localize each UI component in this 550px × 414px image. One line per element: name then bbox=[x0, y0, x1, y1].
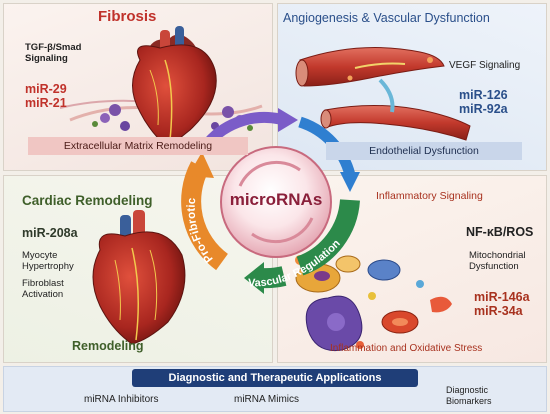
arrow-head-right-icon bbox=[340, 172, 360, 192]
remodeling-heart-illustration bbox=[92, 210, 186, 345]
inflammatory-cells-illustration bbox=[295, 255, 452, 352]
fibrosis-title: Fibrosis bbox=[98, 8, 157, 25]
fibrosis-pathway-line1: TGF-β/Smad bbox=[25, 42, 82, 53]
cardiac-effect-1-line2: Hypertrophy bbox=[22, 261, 74, 272]
application-item-mimics: miRNA Mimics bbox=[234, 394, 299, 405]
vessel-illustration bbox=[295, 47, 471, 141]
cardiac-effect-2-line1: Fibroblast bbox=[22, 278, 64, 289]
fibrosis-mirna-1: miR-29 bbox=[25, 82, 67, 96]
application-biomarkers-line1: Diagnostic bbox=[446, 385, 489, 395]
center-cycle bbox=[181, 108, 360, 294]
arrow-head-left-icon bbox=[188, 152, 214, 178]
fibrosis-pathway-line2: Signaling bbox=[25, 53, 68, 64]
inflammatory-title: Inflammatory Signaling bbox=[376, 190, 483, 202]
application-item-inhibitors: miRNA Inhibitors bbox=[84, 394, 159, 405]
cardiac-title: Cardiac Remodeling bbox=[22, 193, 153, 208]
arrow-head-bottom-icon bbox=[244, 262, 264, 294]
angiogenesis-band: Endothelial Dysfunction bbox=[326, 142, 522, 160]
application-biomarkers-line2: Biomarkers bbox=[446, 396, 492, 406]
cardiac-effect-1-line1: Myocyte bbox=[22, 250, 58, 261]
fibrosis-mirna-2: miR-21 bbox=[25, 96, 67, 110]
cardiac-band: Remodeling bbox=[72, 339, 144, 353]
applications-title: Diagnostic and Therapeutic Applications bbox=[132, 369, 418, 387]
angiogenesis-mirna-1: miR-126 bbox=[459, 88, 508, 102]
inflammatory-mirna-1: miR-146a bbox=[474, 290, 530, 304]
angiogenesis-title: Angiogenesis & Vascular Dysfunction bbox=[283, 11, 490, 25]
arrow-head-top-icon bbox=[278, 108, 298, 132]
center-label: microRNAs bbox=[229, 190, 323, 209]
cardiac-mirna: miR-208a bbox=[22, 226, 78, 240]
cardiac-effect-2-line2: Activation bbox=[22, 289, 64, 300]
inflammatory-pathway: NF-κB/ROS bbox=[466, 225, 534, 239]
inflammatory-band: Inflammation and Oxidative Stress bbox=[330, 343, 483, 354]
inflammatory-mirna-2: miR-34a bbox=[474, 304, 523, 318]
inflammatory-effect-line2: Dysfunction bbox=[469, 261, 519, 272]
angiogenesis-mirna-2: miR-92a bbox=[459, 102, 508, 116]
inflammatory-effect-line1: Mitochondrial bbox=[469, 250, 526, 261]
fibrosis-band: Extracellular Matrix Remodeling bbox=[28, 137, 248, 155]
angiogenesis-pathway: VEGF Signaling bbox=[449, 60, 521, 71]
